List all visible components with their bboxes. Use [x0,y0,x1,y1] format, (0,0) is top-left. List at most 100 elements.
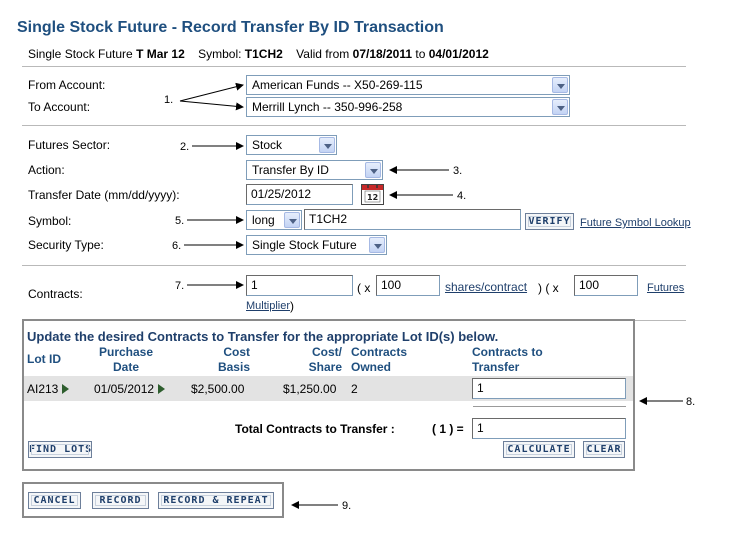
future-symbol-lookup-link[interactable]: Future Symbol Lookup [580,217,691,229]
symbol-input[interactable]: T1CH2 [304,209,521,230]
expand-arrow-icon[interactable] [158,384,166,394]
chevron-down-icon[interactable] [319,137,335,153]
to-word: to [415,47,426,61]
action-label: Action: [28,163,65,177]
owned-cell: 2 [351,382,358,396]
col-cost-basis: Cost Basis [208,345,250,375]
close-paren: ) [290,299,294,313]
chevron-down-icon[interactable] [552,77,568,93]
to-account-label: To Account: [28,100,91,114]
contracts-label: Contracts: [28,287,83,301]
lot-selection-panel [22,319,635,471]
futures-multiplier-link-cont[interactable]: Multiplier [246,300,291,312]
lots-heading: Update the desired Contracts to Transfer… [27,329,499,344]
lot-id-value: AI213 [27,382,59,396]
purchase-date-cell[interactable]: 01/05/2012 [94,382,166,396]
lot-id-cell[interactable]: AI213 [27,382,70,396]
chevron-down-icon[interactable] [552,99,568,115]
security-type-select[interactable]: Single Stock Future [246,235,387,255]
instrument-name: T Mar 12 [136,47,185,61]
futures-multiplier-link[interactable]: Futures [647,282,685,294]
cost-share-cell: $1,250.00 [283,382,337,396]
action-value: Transfer By ID [252,163,329,177]
cancel-button-label: CANCEL [29,493,80,508]
callout-arrow-1a [179,82,244,102]
col-purchase-date-line2: Date [112,360,139,374]
col-cost-share: Cost/ Share [300,345,342,375]
col-contracts-owned: Contracts Owned [351,345,407,375]
expand-arrow-icon[interactable] [62,384,70,394]
contracts-input[interactable]: 1 [246,275,353,296]
futures-sector-label: Futures Sector: [28,138,111,152]
divider [22,66,686,67]
record-button[interactable]: RECORD [92,492,149,509]
valid-from: 07/18/2011 [352,47,413,61]
record-repeat-button-label: RECORD & REPEAT [159,493,273,508]
transfer-date-input[interactable]: 01/25/2012 [246,184,353,205]
callout-arrow-1b [179,100,244,111]
chevron-down-icon[interactable] [365,162,381,178]
total-contracts-value: 1 [477,421,484,435]
position-value: long [252,213,275,227]
record-button-label: RECORD [93,493,148,508]
col-contracts-transfer-line1: Contracts to [472,345,543,359]
divider [22,265,686,266]
chevron-down-icon[interactable] [284,212,300,228]
valid-label: Valid from [296,47,350,61]
transfer-date-label: Transfer Date (mm/dd/yyyy): [28,188,180,202]
to-account-value: Merrill Lynch -- 350-996-258 [252,100,403,114]
open-paren-multiply: ( x [357,281,371,295]
record-repeat-button[interactable]: RECORD & REPEAT [158,492,274,509]
col-contracts-transfer-line2: Transfer [472,360,520,374]
to-account-select[interactable]: Merrill Lynch -- 350-996-258 [246,97,570,117]
col-purchase-date: Purchase Date [92,345,160,375]
calculate-button[interactable]: CALCULATE [503,441,575,458]
total-divider [473,406,626,407]
verify-button[interactable]: VERIFY [525,213,574,230]
svg-text:12: 12 [367,193,378,202]
total-contracts-input[interactable]: 1 [472,418,626,439]
shares-per-contract-input[interactable]: 100 [376,275,440,296]
divider [22,125,686,126]
contracts-to-transfer-input[interactable]: 1 [472,378,626,399]
calendar-icon[interactable]: 12 [361,184,384,205]
action-select[interactable]: Transfer By ID [246,160,383,180]
shares-contract-link[interactable]: shares/contract [445,280,528,294]
callout-8: 8. [686,396,696,408]
futures-sector-select[interactable]: Stock [246,135,337,155]
contracts-to-transfer-value: 1 [477,381,484,395]
transfer-date-value: 01/25/2012 [251,187,312,201]
chevron-down-icon[interactable] [369,237,385,253]
col-contracts-transfer: Contracts to Transfer [472,345,543,375]
col-cost-share-line2: Share [308,360,342,374]
clear-button[interactable]: CLEAR [583,441,625,458]
page-title: Single Stock Future - Record Transfer By… [17,19,444,36]
action-buttons-panel [22,482,284,518]
callout-3: 3. [453,165,463,177]
instrument-prefix: Single Stock Future [28,47,133,61]
col-cost-basis-line2: Basis [217,360,250,374]
from-account-select[interactable]: American Funds -- X50-269-115 [246,75,570,95]
contracts-value: 1 [251,278,258,292]
find-lots-button[interactable]: FIND LOTS [28,441,92,458]
verify-button-label: VERIFY [526,214,573,229]
purchase-date-value: 01/05/2012 [94,382,155,396]
symbol-input-value: T1CH2 [309,212,348,226]
total-count: ( 1 ) = [432,422,464,436]
cancel-button[interactable]: CANCEL [28,492,81,509]
cost-basis-cell: $2,500.00 [191,382,245,396]
callout-9: 9. [342,500,352,512]
valid-to: 04/01/2012 [428,47,489,61]
col-contracts-owned-line2: Owned [351,360,392,374]
multiplier-input[interactable]: 100 [574,275,638,296]
from-account-label: From Account: [28,78,106,92]
callout-2: 2. [180,141,190,153]
callout-4: 4. [457,190,467,202]
clear-button-label: CLEAR [584,442,624,457]
close-paren-multiply: ) ( x [538,281,559,295]
symbol-label: Symbol: [198,47,242,61]
symbol-value: T1CH2 [244,47,283,61]
col-purchase-date-line1: Purchase [98,345,154,359]
total-label: Total Contracts to Transfer : [235,422,395,436]
position-select[interactable]: long [246,210,302,230]
